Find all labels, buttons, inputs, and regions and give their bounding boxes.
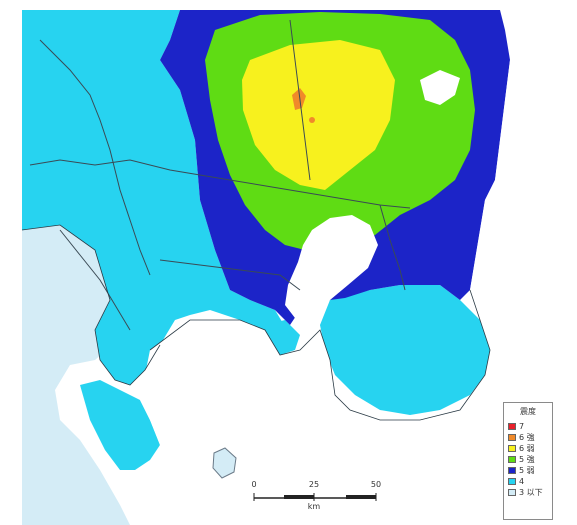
legend-swatch: [508, 478, 516, 485]
legend-label: 6 弱: [519, 444, 535, 453]
legend-title: 震度: [520, 407, 536, 416]
legend-swatch: [508, 456, 516, 463]
zone-intensity-6-upper: [292, 88, 306, 110]
legend-label: 5 弱: [519, 466, 535, 475]
legend-item: 6 強: [508, 432, 552, 443]
scale-tick-label: 0: [251, 480, 257, 489]
sagami-bay: [130, 320, 577, 525]
scale-bar-graphic: [253, 493, 377, 501]
legend-label: 5 強: [519, 455, 535, 464]
legend-label: 6 強: [519, 433, 535, 442]
scale-tick-label: 25: [308, 480, 320, 489]
izu-oshima: [212, 447, 237, 479]
zone-intensity-6-upper-speck: [309, 117, 315, 123]
legend-swatch: [508, 467, 516, 474]
legend-item: 3 以下: [508, 487, 552, 498]
legend-item: 6 弱: [508, 443, 552, 454]
zone-intensity-3-or-less: [22, 225, 130, 525]
coastline: [21, 224, 491, 421]
scale-unit: km: [307, 502, 321, 511]
legend-item: 4: [508, 476, 552, 487]
tokyo-bay: [285, 215, 378, 318]
legend-label: 7: [519, 422, 525, 431]
scale-bar: 0 25 50 km: [248, 480, 388, 514]
zone-intensity-4: [22, 10, 290, 385]
intensity-legend: 震度 7 6 強 6 弱 5 強 5 弱 4 3 以下: [503, 402, 553, 520]
zone-intensity-4-boso: [320, 285, 490, 415]
legend-swatch: [508, 489, 516, 496]
legend-item: 5 弱: [508, 465, 552, 476]
legend-swatch: [508, 434, 516, 441]
legend-swatch: [508, 423, 516, 430]
prefecture-borders: [29, 19, 411, 331]
legend-swatch: [508, 445, 516, 452]
lake-kasumigaura: [420, 70, 460, 105]
zone-intensity-6-lower: [242, 40, 395, 190]
legend-label: 3 以下: [519, 488, 543, 497]
legend-label: 4: [519, 477, 525, 486]
legend-item: 7: [508, 421, 552, 432]
pacific-ocean-east: [470, 10, 577, 395]
scale-tick-label: 50: [370, 480, 382, 489]
zone-intensity-4-southwest: [80, 380, 160, 470]
legend-item: 5 強: [508, 454, 552, 465]
